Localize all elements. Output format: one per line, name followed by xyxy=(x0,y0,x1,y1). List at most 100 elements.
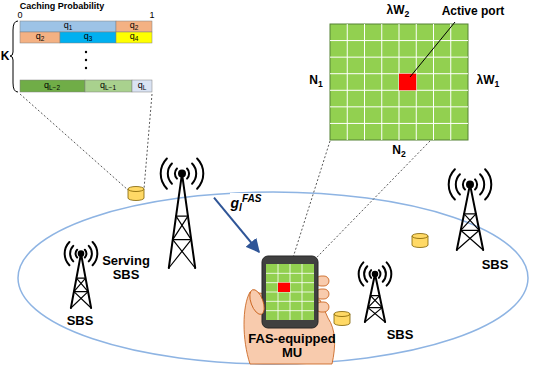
text-part: q xyxy=(130,20,135,30)
base-station-tower xyxy=(387,262,392,285)
cache-cylinder xyxy=(412,234,428,239)
caching-chart xyxy=(60,32,116,43)
brace xyxy=(10,21,18,92)
base-station-tower xyxy=(449,169,455,199)
caching-chart xyxy=(20,21,116,32)
base-station-tower xyxy=(176,215,188,216)
base-station-tower xyxy=(168,164,172,184)
base-station-tower xyxy=(370,296,382,308)
caching-chart xyxy=(116,21,152,32)
base-station-tower xyxy=(457,230,479,250)
subscript: 1 xyxy=(318,79,323,89)
port-grid xyxy=(364,24,365,140)
node-label: SBS xyxy=(482,258,509,272)
base-station-tower xyxy=(370,270,372,278)
text-part: λW xyxy=(387,3,405,17)
base-station-tower xyxy=(368,308,385,322)
subscript: L−1 xyxy=(105,84,116,91)
base-station-tower xyxy=(467,181,473,187)
base-station-tower xyxy=(359,262,392,322)
caching-chart xyxy=(85,51,87,53)
active-port xyxy=(399,74,416,91)
base-station-tower xyxy=(175,169,177,179)
hand-and-phone xyxy=(266,310,314,311)
node-label: SBS xyxy=(67,314,94,328)
base-station-tower xyxy=(480,174,484,194)
superscript: FAS xyxy=(242,193,262,204)
caching-chart xyxy=(85,67,87,69)
base-station-tower xyxy=(449,169,492,250)
text-part: g xyxy=(231,195,240,211)
port-grid xyxy=(330,40,468,41)
subscript: 2 xyxy=(135,24,139,31)
cache-cylinder xyxy=(334,312,350,317)
subscript: 4 xyxy=(135,35,139,42)
base-station-tower xyxy=(373,272,378,277)
caching-chart xyxy=(85,59,87,61)
hand-and-phone xyxy=(262,256,318,328)
dimension-label: λW2 xyxy=(387,4,410,19)
node-label: Serving SBS xyxy=(96,254,156,283)
base-station: SBS xyxy=(348,260,418,346)
dotted-leader xyxy=(144,94,152,189)
base-station-tower xyxy=(173,240,195,268)
port-grid xyxy=(330,24,468,140)
caching-chart xyxy=(20,32,60,43)
base-station-tower xyxy=(179,171,185,177)
base-station-tower xyxy=(74,278,86,292)
base-station-tower xyxy=(364,266,367,281)
subscript: 2 xyxy=(41,35,45,42)
port-grid xyxy=(433,24,434,140)
base-station-tower xyxy=(161,158,204,268)
text-part: q xyxy=(64,20,69,30)
subscript: 2 xyxy=(401,149,406,159)
probability-label: qL xyxy=(138,81,147,91)
base-station-tower xyxy=(169,240,191,268)
base-station-tower xyxy=(197,158,203,188)
base-station-tower xyxy=(192,164,196,184)
base-station-tower xyxy=(93,242,98,265)
base-station-tower xyxy=(365,308,382,322)
base-station-tower xyxy=(461,230,479,231)
base-station-tower xyxy=(464,213,476,214)
base-station-tower xyxy=(76,277,85,278)
dotted-leader xyxy=(20,94,128,190)
base-station-tower xyxy=(368,307,382,308)
base-station-tower xyxy=(89,246,92,261)
base-station: SBS xyxy=(54,238,108,331)
caching-chart xyxy=(132,80,152,92)
port-grid xyxy=(330,106,468,107)
hand-and-phone xyxy=(266,264,314,320)
port-grid xyxy=(330,24,468,140)
probability-label: qL−2 xyxy=(44,81,60,91)
node-label: FAS-equipped MU xyxy=(240,332,344,361)
base-station-tower xyxy=(464,214,479,230)
base-station-tower xyxy=(461,214,476,230)
base-station-tower xyxy=(65,242,98,308)
chart-title: Caching Probability xyxy=(20,2,105,12)
subscript: 1 xyxy=(69,24,73,31)
cache-cylinder xyxy=(128,187,144,192)
probability-label: q4 xyxy=(130,32,139,42)
text-part: N xyxy=(309,73,318,87)
node-label: SBS xyxy=(387,328,414,342)
base-station-tower xyxy=(70,246,73,261)
dimension-label: N1 xyxy=(309,74,322,89)
base-station-tower xyxy=(463,179,465,189)
text-part: q xyxy=(130,31,135,41)
base-station-tower xyxy=(76,250,78,258)
base-station-tower xyxy=(65,158,492,322)
subscript: 3 xyxy=(89,35,93,42)
base-station-tower xyxy=(74,291,88,292)
probability-label: q2 xyxy=(36,32,45,42)
hand-and-phone xyxy=(266,273,314,274)
text-part: q xyxy=(100,80,105,90)
base-station-tower xyxy=(368,296,380,308)
base-station-tower xyxy=(76,278,88,292)
axis-tick: 1 xyxy=(149,11,154,21)
axis-tick: 0 xyxy=(17,11,22,21)
caching-chart xyxy=(85,80,132,92)
text-part: q xyxy=(138,80,143,90)
